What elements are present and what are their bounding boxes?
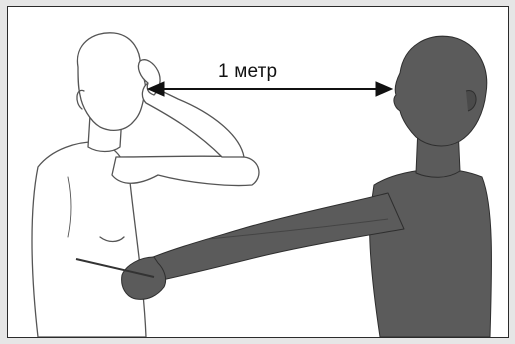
distance-label: 1 метр xyxy=(218,61,277,83)
illustration-panel: 1 метр xyxy=(7,6,509,338)
patient-forearm xyxy=(142,83,244,157)
patient-head xyxy=(77,33,145,131)
patient-raised-arm xyxy=(112,156,259,185)
examiner-arm xyxy=(148,193,404,283)
distance-arrow xyxy=(148,82,392,96)
arrowhead-right xyxy=(376,82,392,96)
diagram-canvas xyxy=(8,7,508,337)
examiner-figure xyxy=(122,36,492,337)
